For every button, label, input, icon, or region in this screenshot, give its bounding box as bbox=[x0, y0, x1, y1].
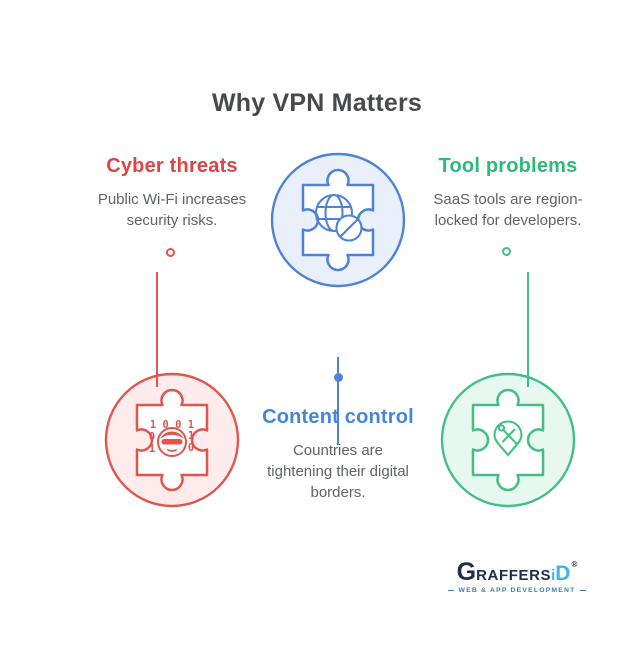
logo-g-letter: G bbox=[456, 558, 477, 586]
connector-dot-green bbox=[502, 247, 511, 256]
tagline-rule-right bbox=[580, 590, 586, 591]
binary-digit: 1 bbox=[149, 443, 155, 455]
connector-dot-red bbox=[166, 248, 175, 257]
logo-raffers-text: RAFFERS bbox=[476, 567, 552, 584]
binary-digits: 1 0 0 1 0 1 1 0 bbox=[149, 419, 194, 455]
globe-icon bbox=[314, 193, 354, 233]
binary-digit: 0 bbox=[188, 442, 194, 454]
logo-tagline-row: WEB & APP DEVELOPMENT bbox=[448, 587, 586, 594]
cyber-threats-line: Public Wi-Fi increases bbox=[97, 191, 247, 208]
connector-line-blue bbox=[337, 357, 339, 445]
content-control-line: tightening their digital bbox=[267, 463, 409, 480]
connector-line-red bbox=[156, 272, 158, 387]
tool-problems-heading: Tool problems bbox=[438, 155, 578, 177]
cyber-threats-heading: Cyber threats bbox=[106, 155, 238, 177]
tagline-rule-left bbox=[448, 590, 454, 591]
hacker-face-icon bbox=[157, 427, 187, 457]
location-pin-icon bbox=[493, 420, 523, 457]
puzzle-binary-hacker-icon: 1 0 0 1 0 1 1 0 bbox=[104, 372, 240, 508]
puzzle-pin-tools-icon bbox=[440, 372, 576, 508]
page-title: Why VPN Matters bbox=[212, 88, 422, 117]
section-cyber-threats: Cyber threats Public Wi-Fi increases sec… bbox=[52, 155, 292, 231]
binary-digit: 0 bbox=[149, 431, 155, 443]
registered-trademark-icon: ® bbox=[571, 560, 578, 569]
connector-dot-blue bbox=[334, 373, 343, 382]
puzzle-piece bbox=[471, 388, 545, 492]
puzzle-globe-ban-icon bbox=[270, 152, 406, 288]
ban-icon bbox=[335, 214, 363, 242]
logo-i-letter: i bbox=[551, 567, 556, 584]
logo-tagline: WEB & APP DEVELOPMENT bbox=[458, 587, 576, 594]
crossed-tools-icon bbox=[497, 424, 518, 445]
cyber-threats-line: security risks. bbox=[126, 212, 218, 229]
section-tool-problems: Tool problems SaaS tools are region- loc… bbox=[388, 155, 628, 231]
binary-row: 1 0 0 1 bbox=[150, 419, 194, 431]
binary-digit: 1 bbox=[188, 430, 194, 442]
content-control-line: borders. bbox=[310, 484, 366, 501]
connector-line-green bbox=[527, 272, 529, 387]
tool-problems-line: locked for developers. bbox=[434, 212, 582, 229]
section-content-control: Content control Countries are tightening… bbox=[218, 406, 458, 503]
content-control-line: Countries are bbox=[292, 442, 384, 459]
logo-d-letter: D bbox=[555, 562, 571, 585]
tool-problems-line: SaaS tools are region- bbox=[433, 191, 583, 208]
